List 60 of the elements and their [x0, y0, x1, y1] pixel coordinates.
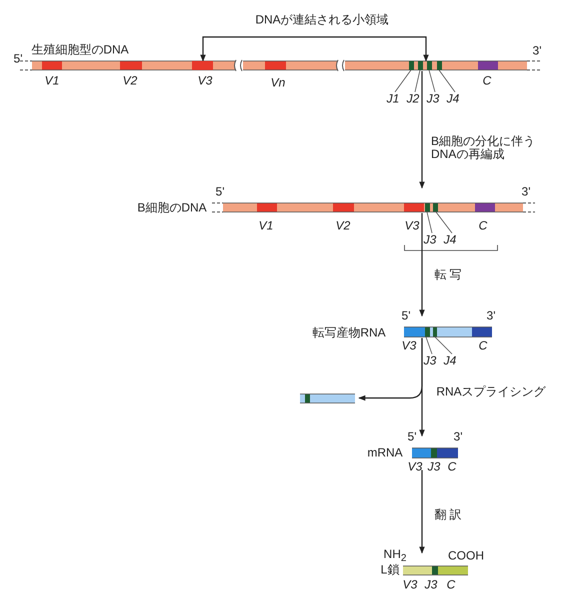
segment-label: J3 [424, 354, 436, 368]
strand-label: L鎖 [380, 563, 400, 577]
segment-label: V3 [402, 339, 416, 353]
leader-line [428, 70, 436, 92]
end-label: 3' [486, 309, 496, 323]
segment-label: J1 [386, 92, 400, 106]
segment-label: J3 [428, 460, 440, 474]
leader-line [426, 212, 432, 234]
gene-segment [192, 61, 213, 70]
arrow [419, 71, 425, 189]
segment-label: V1 [44, 74, 60, 88]
end-label: 3' [522, 185, 530, 199]
arrow [200, 36, 429, 62]
leader-line [436, 212, 452, 234]
segment-label: J4 [444, 354, 456, 368]
end-label: 5' [216, 185, 224, 199]
segment-label: J3 [426, 92, 440, 106]
end-label: COOH [448, 549, 484, 563]
end-label: 3' [454, 430, 462, 444]
strand-label: B細胞のDNA [137, 201, 207, 215]
strand-label: 転写産物RNA [312, 326, 386, 340]
segment-label: C [482, 74, 492, 88]
end-label: 3' [532, 44, 542, 58]
leader-line [426, 336, 432, 354]
segment-label: V1 [258, 219, 274, 233]
end-label: NH$_{2}$ [384, 548, 406, 564]
strand-label: 生殖細胞型のDNA [31, 43, 129, 57]
segment-label: V3 [408, 460, 422, 474]
segment-label: C [446, 578, 456, 592]
segment-label: J3 [424, 578, 438, 592]
strand-label: mRNA [367, 446, 403, 460]
segment-label: C [448, 460, 456, 474]
segment-label: J4 [444, 233, 456, 247]
edge-label: B細胞の分化に伴うDNAの再編成 [431, 134, 536, 162]
segment-label: C [478, 219, 488, 233]
end-label: 5' [14, 52, 22, 66]
leader-line [414, 70, 420, 92]
end-label: 5' [402, 309, 410, 323]
segment-label: V2 [122, 74, 138, 88]
segment-label: J3 [424, 233, 436, 247]
segment-label: V3 [402, 578, 418, 592]
leader-line [434, 336, 452, 354]
gene-segment-cluster [409, 61, 443, 70]
arrow [358, 338, 423, 401]
segment-label: J4 [446, 92, 460, 106]
segment-label: V3 [404, 219, 420, 233]
edge-label: DNAが連結される小領域 [255, 13, 389, 27]
segment-label: V2 [336, 219, 350, 233]
arrow [419, 213, 425, 317]
edge-label: RNAスプライシング [436, 385, 546, 399]
leader-line [438, 70, 456, 92]
arrow [419, 470, 425, 554]
edge-label: 転 写 [434, 268, 462, 282]
leader-line [394, 70, 412, 92]
segment-label: V3 [198, 74, 212, 88]
edge-label: 翻 訳 [434, 508, 462, 522]
segment-label: Vn [270, 76, 286, 90]
segment-label: C [478, 339, 488, 353]
segment-label: J2 [406, 92, 420, 106]
end-label: 5' [408, 430, 416, 444]
